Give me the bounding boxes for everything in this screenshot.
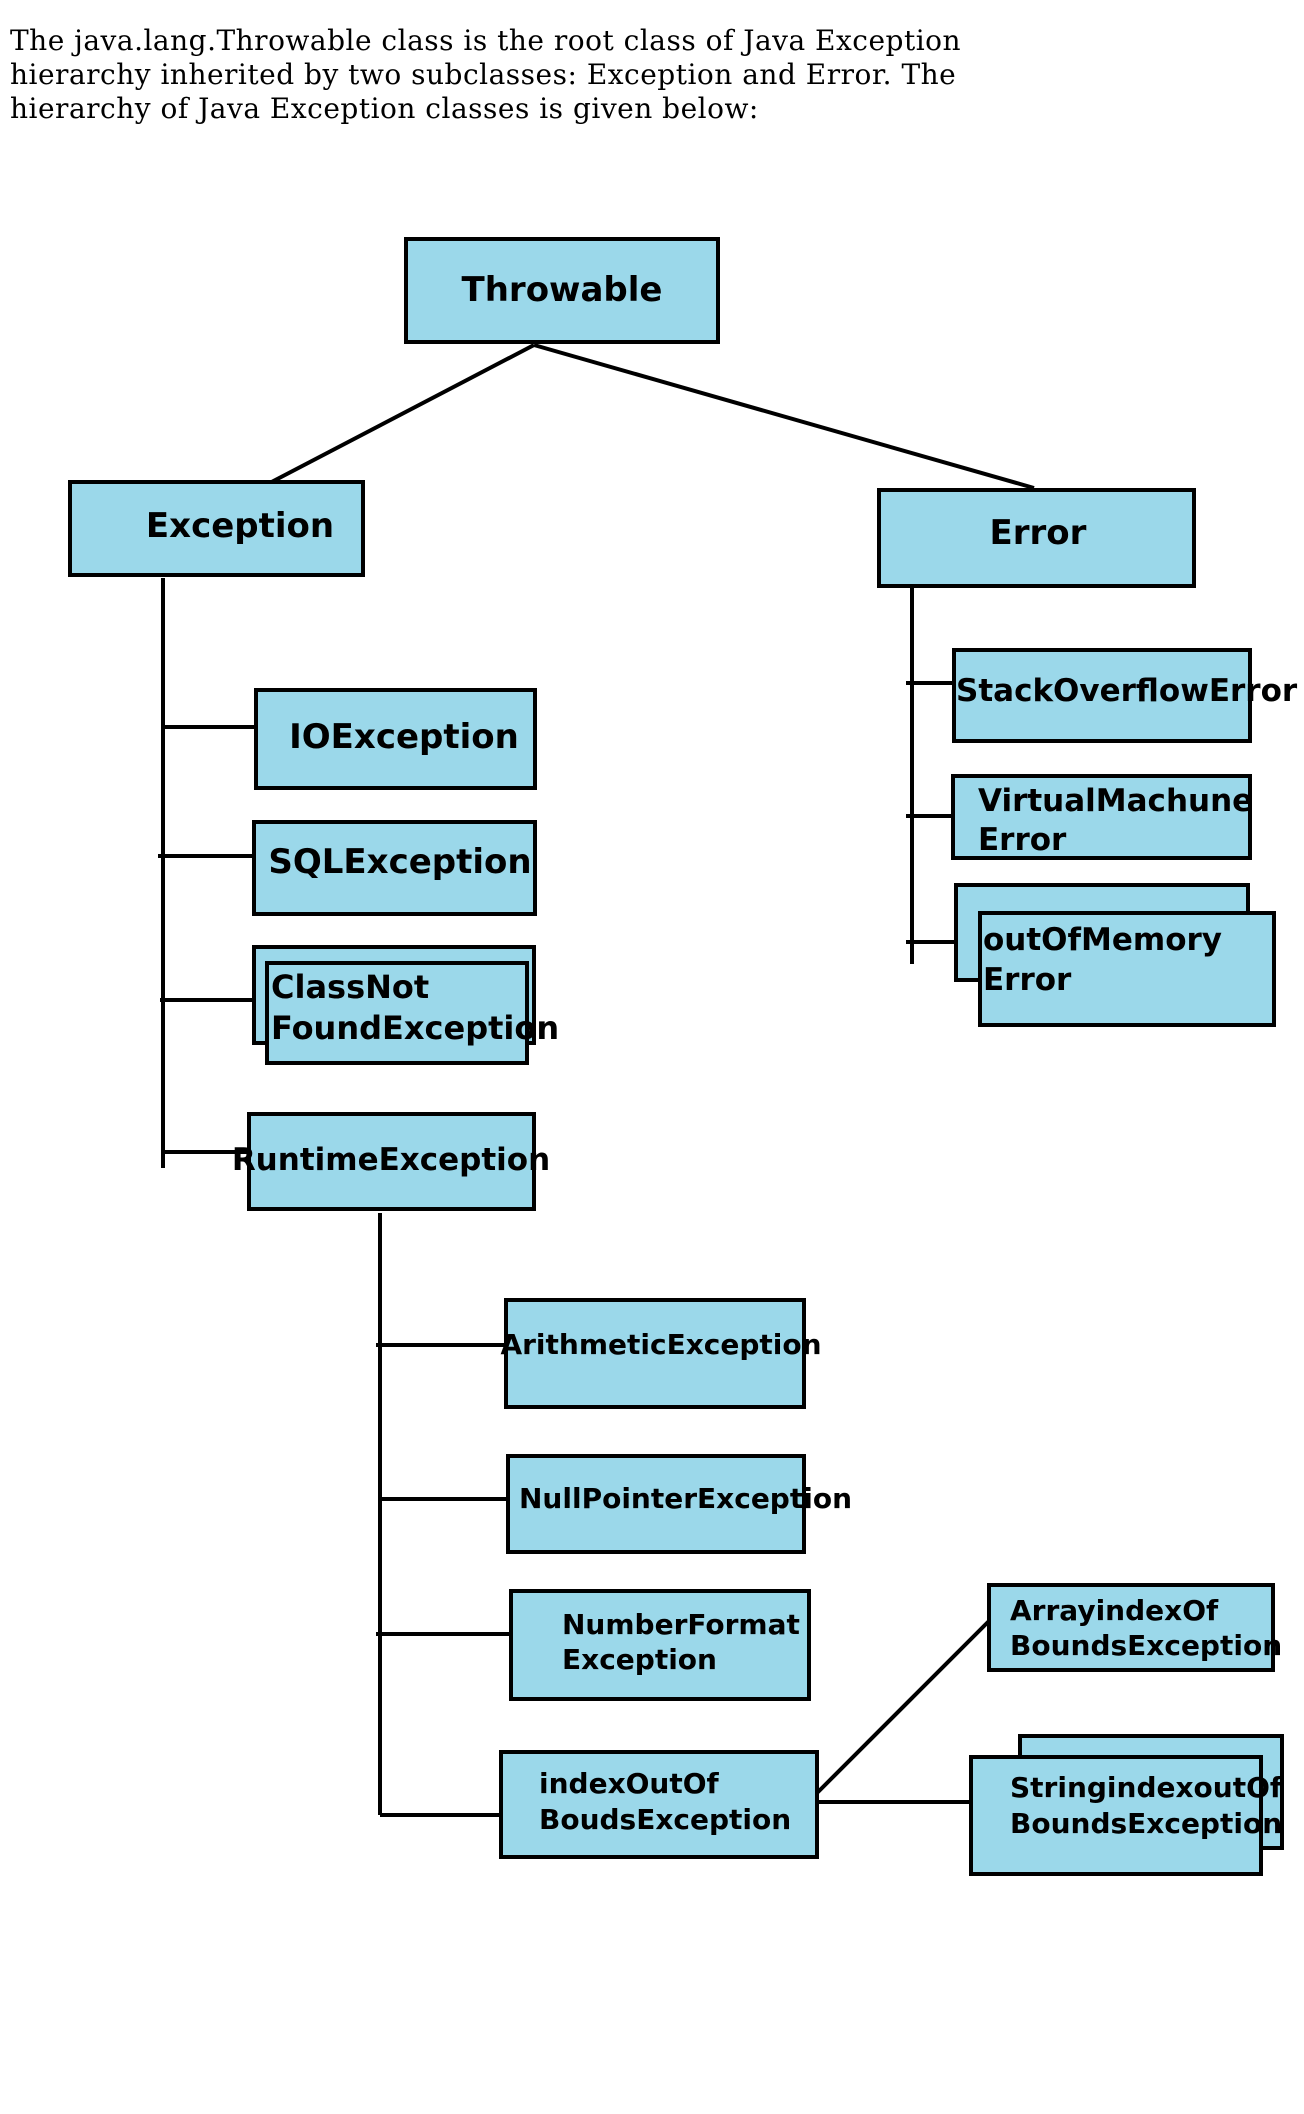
node-classnotfound-line-1: ClassNot bbox=[271, 968, 429, 1006]
node-indexoutofboundsexception: indexOutOf BoudsException bbox=[499, 1750, 819, 1859]
intro-paragraph: The java.lang.Throwable class is the roo… bbox=[10, 24, 1090, 126]
connectors bbox=[158, 343, 1035, 1817]
node-stringindexoutofboundsexception: StringindexoutOf BoundsException bbox=[969, 1734, 1284, 1876]
node-indexoutofbounds-line-1: indexOutOf bbox=[539, 1767, 720, 1800]
node-runtimeexception: RuntimeException bbox=[232, 1112, 550, 1211]
node-error: Error bbox=[877, 488, 1196, 588]
node-exception-label: Exception bbox=[146, 506, 334, 546]
node-throwable-label: Throwable bbox=[462, 270, 663, 310]
connector-throwable-error bbox=[533, 343, 1035, 490]
node-virtualmachineerror-line-2: Error bbox=[978, 822, 1067, 858]
node-numberformatexception-line-2: Exception bbox=[562, 1643, 717, 1676]
node-nullpointerexception-label: NullPointerException bbox=[519, 1482, 852, 1515]
intro-line-1: The java.lang.Throwable class is the roo… bbox=[10, 24, 962, 57]
node-outofmemoryerror-line-2: Error bbox=[983, 962, 1072, 998]
node-arrayindexoutofboundsexception: ArrayindexOf BoundsException bbox=[987, 1583, 1282, 1672]
node-exception: Exception bbox=[68, 480, 365, 577]
node-outofmemoryerror-line-1: outOfMemory bbox=[983, 922, 1222, 958]
node-runtimeexception-label: RuntimeException bbox=[232, 1142, 550, 1178]
node-throwable: Throwable bbox=[404, 237, 720, 344]
node-stringindexoutofbounds-line-1: StringindexoutOf bbox=[1010, 1771, 1283, 1804]
node-numberformatexception-line-1: NumberFormat bbox=[562, 1608, 800, 1641]
connector-throwable-exception bbox=[261, 343, 535, 489]
node-ioexception: IOException bbox=[254, 688, 537, 790]
intro-line-2: hierarchy inherited by two subclasses: E… bbox=[10, 58, 957, 91]
intro-line-3: hierarchy of Java Exception classes is g… bbox=[10, 92, 759, 125]
node-classnotfoundexception: ClassNot FoundException bbox=[252, 945, 559, 1065]
node-nullpointerexception: NullPointerException bbox=[506, 1454, 852, 1554]
node-classnotfound-line-2: FoundException bbox=[271, 1009, 559, 1047]
node-sqlexception-label: SQLException bbox=[268, 842, 531, 882]
node-virtualmachineerror: VirtualMachune Error bbox=[951, 774, 1253, 860]
node-numberformatexception: NumberFormat Exception bbox=[509, 1589, 811, 1701]
node-arrayindexoutofbounds-line-2: BoundsException bbox=[1010, 1629, 1282, 1662]
node-sqlexception: SQLException bbox=[252, 820, 537, 916]
node-stackoverflowerror-label: StackOverflowError bbox=[956, 673, 1298, 709]
node-arrayindexoutofbounds-line-1: ArrayindexOf bbox=[1010, 1594, 1219, 1627]
node-stackoverflowerror: StackOverflowError bbox=[952, 648, 1298, 743]
node-virtualmachineerror-line-1: VirtualMachune bbox=[978, 783, 1253, 819]
node-indexoutofbounds-line-2: BoudsException bbox=[539, 1803, 791, 1836]
node-error-label: Error bbox=[990, 513, 1087, 553]
node-arithmeticexception-label: ArithmeticException bbox=[500, 1328, 821, 1361]
node-outofmemoryerror: outOfMemory Error bbox=[954, 883, 1276, 1027]
node-ioexception-label: IOException bbox=[289, 717, 519, 757]
connector-arrayindexoutofbounds bbox=[813, 1618, 992, 1797]
node-arithmeticexception: ArithmeticException bbox=[500, 1298, 822, 1409]
node-stringindexoutofbounds-line-2: BoundsException bbox=[1010, 1807, 1282, 1840]
